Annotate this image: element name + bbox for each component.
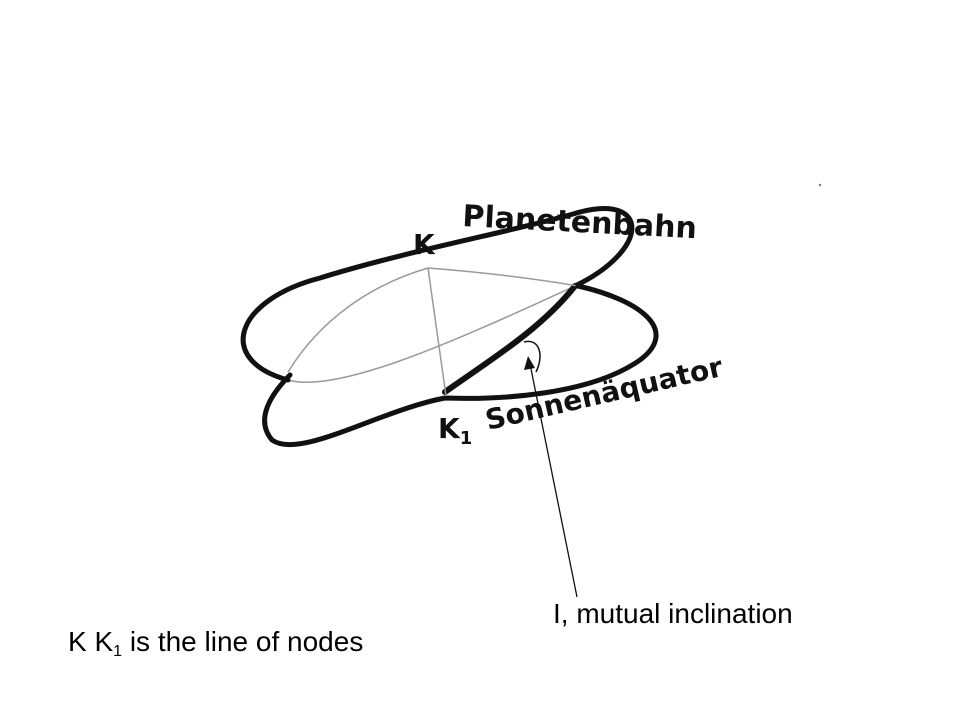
solar-equator-label: Sonnenäquator [482,350,726,437]
line-of-nodes [427,267,447,397]
nodes-caption-k: K K [68,626,114,657]
planet-orbit-front-lower [442,283,578,395]
nodes-caption-sub: 1 [113,643,123,660]
solar-equator-back-right [427,267,579,287]
inclination-pointer [529,363,578,598]
inclination-arc [523,340,541,373]
node-k1-sub: 1 [460,428,473,449]
node-k1-label: K1 [438,412,472,449]
node-k-label: K [413,228,436,261]
nodes-caption-rest: is the line of nodes [122,626,364,657]
planet-orbit-label: Planetenbahn [462,199,698,246]
stray-dot [818,183,822,187]
solar-equator-front [262,283,659,448]
planet-orbit-front [240,206,635,383]
arrowhead-icon [524,356,535,370]
solar-equator-back [287,267,429,373]
line-of-nodes-caption: K K1 is the line of nodes [68,626,363,661]
inclination-caption: I, mutual inclination [553,598,793,629]
planet-orbit-back [287,285,576,384]
